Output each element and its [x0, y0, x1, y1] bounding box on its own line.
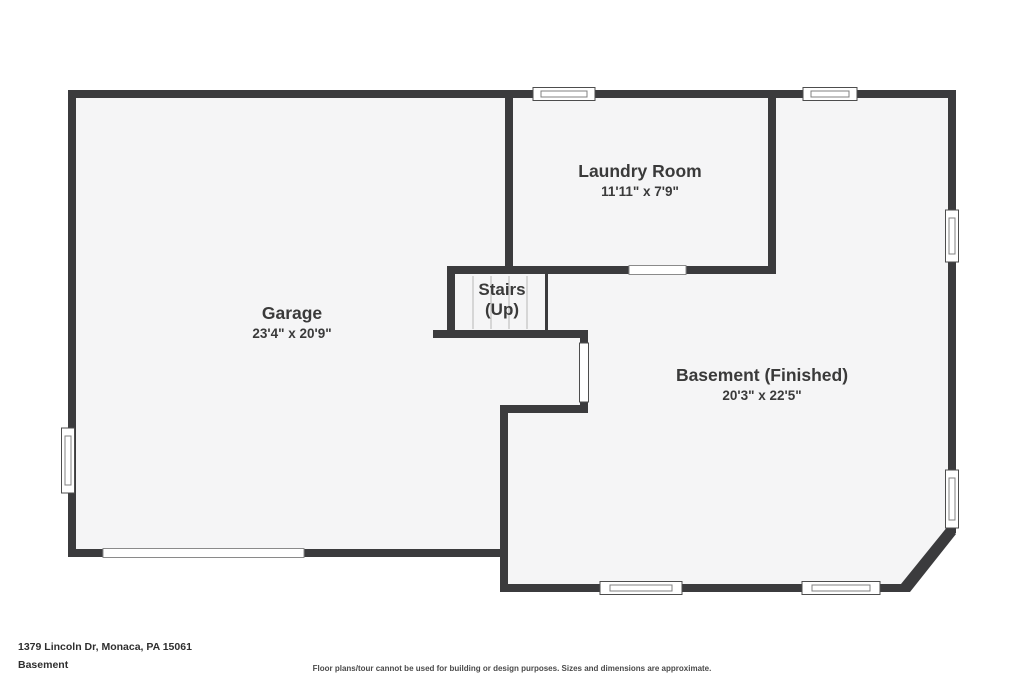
room-label-stairs: Stairs (Up) [478, 280, 525, 321]
room-dimensions: 23'4" x 20'9" [252, 326, 332, 341]
stairs-right-wall [545, 274, 548, 332]
garage-door-opening [102, 548, 305, 558]
laundry-right-wall [768, 90, 776, 274]
room-name: Laundry Room [578, 161, 702, 181]
right-wall [948, 90, 956, 533]
basement-left-wall [500, 405, 508, 592]
room-label-basement: Basement (Finished) 20'3" x 22'5" [676, 365, 848, 404]
laundry-doorway [628, 265, 687, 275]
laundry-left-wall [505, 90, 513, 274]
room-name: Garage [261, 303, 323, 323]
room-label-laundry: Laundry Room 11'11" x 7'9" [578, 161, 701, 200]
openings [102, 265, 687, 558]
basement-bottom-wall [500, 584, 910, 592]
stairs-left-wall [447, 266, 455, 338]
windows [61, 87, 959, 595]
window-left [61, 427, 75, 494]
window-right-lower [945, 469, 959, 529]
room-label-garage: Garage 23'4" x 20'9" [252, 303, 331, 342]
floor-area [68, 90, 956, 592]
room-direction: (Up) [485, 300, 519, 320]
laundry-bottom-wall [447, 266, 776, 274]
window-top-laundry [532, 87, 596, 101]
room-dimensions: 11'11" x 7'9" [601, 184, 679, 199]
chamfer-wall [901, 526, 956, 592]
property-address: 1379 Lincoln Dr, Monaca, PA 15061 [18, 641, 192, 653]
disclaimer-text: Floor plans/tour cannot be used for buil… [312, 664, 712, 673]
basement-doorway [579, 342, 589, 403]
stairs-bottom-wall [433, 330, 588, 338]
window-right-upper [945, 209, 959, 263]
room-name: Basement (Finished) [675, 365, 849, 385]
room-name: Stairs [478, 280, 526, 299]
window-bottom-left [599, 581, 683, 595]
stairs-treads [472, 276, 528, 329]
left-wall [68, 90, 76, 557]
basement-nook-top-wall [500, 405, 588, 413]
floor-name: Basement [18, 659, 69, 671]
room-dimensions: 20'3" x 22'5" [722, 388, 802, 403]
window-bottom-right [801, 581, 881, 595]
window-top-basement [802, 87, 858, 101]
